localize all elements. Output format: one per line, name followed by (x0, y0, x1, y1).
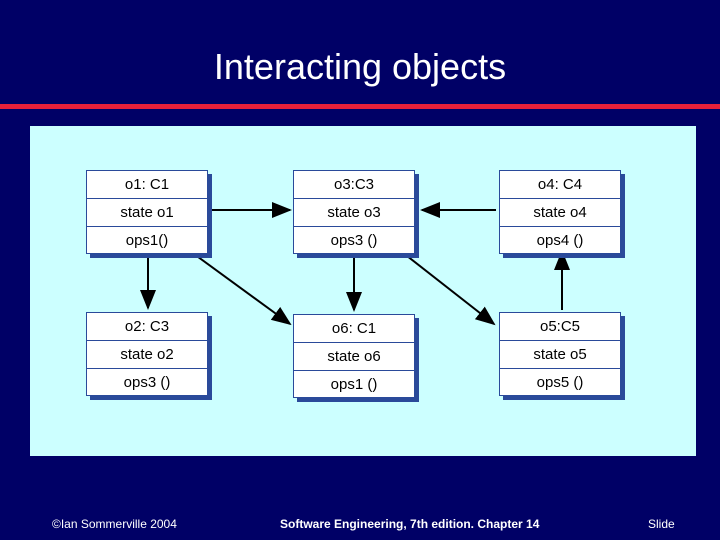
object-operation: ops1() (125, 232, 169, 249)
object-box-o5: o5:C5 state o5 ops5 () (499, 312, 621, 396)
footer-slide-label: Slide (648, 517, 675, 531)
object-state: state o3 (294, 199, 414, 227)
arrow-o3-to-o5 (401, 251, 496, 326)
object-state: state o2 (87, 341, 207, 369)
object-name: o1: C1 (87, 171, 207, 199)
object-name: o4: C4 (500, 171, 620, 199)
arrows-layer (140, 202, 570, 326)
object-operation: ops4 () (536, 232, 584, 249)
object-operation: ops3 () (123, 374, 171, 391)
footer-book-title: Software Engineering, 7th edition. Chapt… (280, 517, 540, 531)
object-box-o4: o4: C4 state o4 ops4 () (499, 170, 621, 254)
object-state: state o1 (87, 199, 207, 227)
object-state: state o6 (294, 343, 414, 371)
object-box-o1: o1: C1 state o1 ops1() (86, 170, 208, 254)
footer-copyright: ©Ian Sommerville 2004 (52, 517, 177, 531)
object-name: o5:C5 (500, 313, 620, 341)
slide-title: Interacting objects (213, 46, 507, 87)
object-operation: ops5 () (536, 374, 584, 391)
object-name: o6: C1 (294, 315, 414, 343)
object-operation: ops1 () (330, 376, 378, 393)
object-interaction-diagram: o1: C1 state o1 ops1() o3:C3 state o3 op… (30, 126, 696, 456)
object-box-o3: o3:C3 state o3 ops3 () (293, 170, 415, 254)
object-box-o2: o2: C3 state o2 ops3 () (86, 312, 208, 396)
object-state: state o5 (500, 341, 620, 369)
arrow-o1-to-o6 (193, 253, 292, 326)
object-state: state o4 (500, 199, 620, 227)
object-name: o3:C3 (294, 171, 414, 199)
object-box-o6: o6: C1 state o6 ops1 () (293, 314, 415, 398)
object-operation: ops3 () (330, 232, 378, 249)
object-name: o2: C3 (87, 313, 207, 341)
title-divider (0, 104, 720, 109)
